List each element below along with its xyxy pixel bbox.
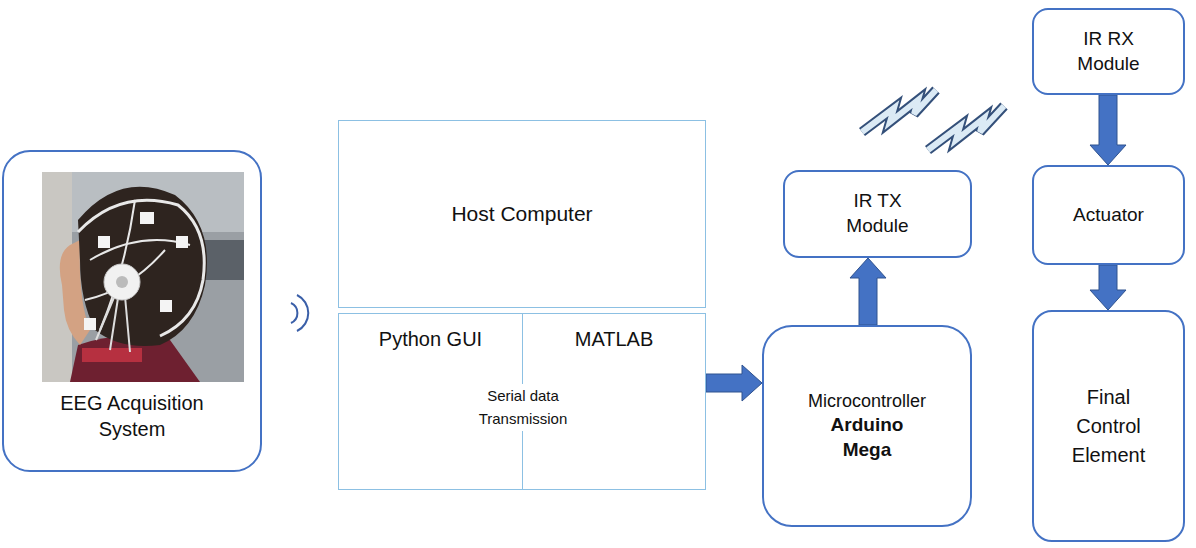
flow-arrow bbox=[1090, 265, 1126, 310]
microcontroller-box: MicrocontrollerArduino Mega bbox=[762, 325, 972, 527]
system-box: EEG Acquisition System bbox=[2, 150, 262, 472]
node-label: EEG Acquisition System bbox=[45, 390, 220, 442]
node-label: Final Control Element bbox=[1065, 383, 1153, 470]
wireless-symbol bbox=[291, 295, 308, 331]
node-label: Actuator bbox=[1073, 203, 1144, 228]
node-label-bold: Arduino Mega bbox=[820, 413, 915, 462]
node-label: IR RX Module bbox=[1053, 27, 1165, 76]
node-label: Python GUI bbox=[379, 326, 482, 352]
node-label: Host Computer bbox=[451, 200, 592, 227]
element-box: Final Control Element bbox=[1032, 310, 1185, 542]
computer-panel: Host Computer bbox=[338, 120, 706, 308]
eeg-photo bbox=[42, 172, 244, 382]
annotation-label: Serial data Transmission bbox=[473, 384, 573, 431]
flow-arrow bbox=[850, 258, 886, 325]
actuator-box: Actuator bbox=[1032, 165, 1185, 265]
module-box: IR TX Module bbox=[783, 170, 972, 258]
node-label: IR TX Module bbox=[822, 189, 934, 238]
module-box: IR RX Module bbox=[1032, 8, 1185, 95]
flow-arrow bbox=[706, 365, 762, 401]
flow-arrow bbox=[1090, 95, 1126, 165]
ir-signal-symbol bbox=[862, 90, 1004, 150]
node-label: MATLAB bbox=[575, 326, 654, 352]
node-label: Microcontroller bbox=[808, 390, 926, 413]
